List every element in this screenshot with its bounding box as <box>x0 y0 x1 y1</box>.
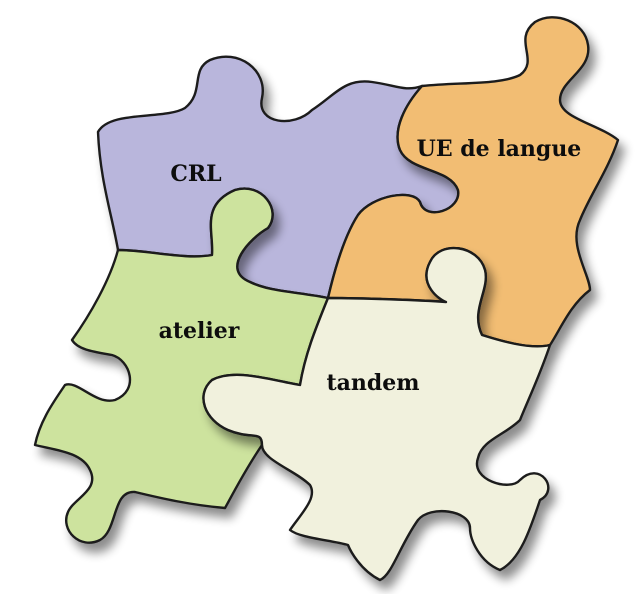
piece-tandem-label: tandem <box>326 370 419 396</box>
puzzle-piece-ue-de-langue: UE de langue <box>326 16 620 348</box>
piece-crl-label: CRL <box>170 161 221 187</box>
piece-tandem-shape <box>202 246 552 582</box>
piece-ue-de-langue-label: UE de langue <box>417 136 582 162</box>
piece-atelier-label: atelier <box>159 318 240 344</box>
puzzle-piece-tandem: tandem <box>202 246 552 582</box>
puzzle-piece-atelier: atelier <box>33 187 330 544</box>
piece-atelier-shape <box>33 187 330 544</box>
